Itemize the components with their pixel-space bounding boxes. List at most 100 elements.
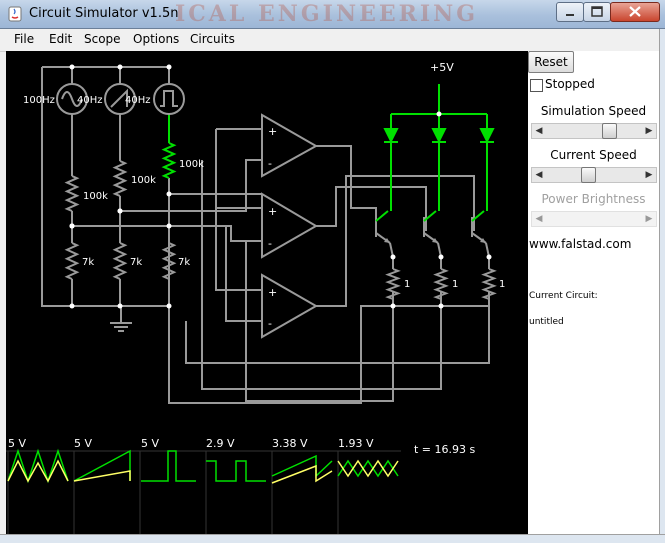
svg-text:-: -: [268, 317, 272, 330]
resistor: [481, 268, 497, 300]
resistor-label-4: 7k: [82, 257, 94, 268]
circuit-schematic[interactable]: 100Hz 40Hz 40Hz 100k 100k 100k 7k 7k 7k …: [6, 51, 528, 534]
stopped-label: Stopped: [545, 77, 595, 91]
transistor-arrow: [480, 238, 486, 243]
junction-dot: [436, 111, 442, 117]
opamp-1[interactable]: + -: [261, 113, 319, 178]
java-icon: [8, 6, 22, 22]
wire-network: [41, 66, 490, 404]
minimize-icon: [566, 14, 574, 16]
supply-label: +5V: [430, 61, 454, 74]
scope-trace: [271, 464, 333, 484]
scope-trace: [337, 459, 399, 478]
opamp-2[interactable]: + -: [261, 192, 318, 259]
wire: [215, 129, 262, 209]
stopped-checkbox[interactable]: [530, 79, 543, 92]
junction-dot: [69, 303, 75, 309]
transistor-arrow: [432, 238, 438, 243]
led-1[interactable]: [383, 128, 399, 144]
junction-dot: [438, 254, 444, 260]
slider-right-arrow-icon: ▶: [645, 214, 653, 224]
wire: [316, 145, 377, 231]
junction-dot: [390, 254, 396, 260]
transistor-collector: [375, 210, 389, 222]
emitter-label-1: 1: [404, 279, 410, 290]
led-2[interactable]: [431, 128, 447, 144]
wire: [168, 241, 401, 404]
scope-trace: [7, 448, 69, 484]
circuit-canvas[interactable]: 100Hz 40Hz 40Hz 100k 100k 100k 7k 7k 7k …: [6, 51, 528, 534]
close-button[interactable]: [610, 2, 660, 22]
sim-speed-slider[interactable]: ◀ ▶: [531, 123, 657, 139]
slider-right-arrow-icon[interactable]: ▶: [645, 126, 653, 136]
scope-trace: [73, 470, 131, 482]
website-link[interactable]: www.falstad.com: [529, 237, 632, 251]
wire: [185, 291, 490, 364]
scope-label-4: 2.9 V: [206, 437, 235, 450]
resistor: [161, 242, 177, 280]
wire: [41, 67, 169, 307]
ac-source-1[interactable]: [56, 83, 88, 115]
current-speed-thumb[interactable]: [580, 167, 596, 183]
emitter-label-2: 1: [452, 279, 458, 290]
junction-dot: [166, 191, 172, 197]
ground-symbol[interactable]: [110, 306, 132, 332]
title-banner: ICAL ENGINEERING: [175, 1, 479, 27]
junction-dot: [117, 208, 123, 214]
menu-options[interactable]: Options: [133, 32, 180, 46]
reset-button[interactable]: Reset: [528, 51, 574, 73]
menu-file[interactable]: File: [14, 32, 35, 46]
junction-dot: [117, 64, 123, 70]
junction-dots: [69, 64, 492, 309]
junction-dot: [166, 303, 172, 309]
resistor: [64, 175, 80, 212]
slider-left-arrow-icon: ◀: [535, 214, 543, 224]
ac-source-2[interactable]: [104, 83, 136, 115]
ac-source-3[interactable]: [153, 83, 185, 115]
junction-dot: [69, 64, 75, 70]
power-brightness-slider[interactable]: ◀ ▶: [531, 211, 657, 227]
resistor: [385, 268, 401, 300]
control-panel: Reset Stopped Simulation Speed ◀ ▶ Curre…: [528, 51, 659, 534]
wire: [201, 160, 442, 390]
scope-trace: [7, 459, 69, 483]
sim-speed-thumb[interactable]: [602, 123, 618, 139]
menu-edit[interactable]: Edit: [49, 32, 73, 46]
resistor: [112, 242, 128, 280]
junction-dot: [486, 254, 492, 260]
minimize-button[interactable]: [556, 2, 584, 22]
title-bar[interactable]: ICAL ENGINEERING Circuit Simulator v1.5n: [0, 0, 665, 29]
resistor-label-6: 7k: [178, 257, 190, 268]
wire: [316, 186, 427, 231]
resistor-group: [64, 142, 497, 300]
junction-dot: [438, 303, 444, 309]
source-label-3: 40Hz: [125, 95, 151, 106]
svg-text:+: +: [268, 205, 277, 218]
current-speed-slider[interactable]: ◀ ▶: [531, 167, 657, 183]
close-icon: [629, 6, 641, 17]
scope-trace: [271, 454, 333, 478]
slider-left-arrow-icon[interactable]: ◀: [535, 170, 543, 180]
resistor-label-1: 100k: [83, 191, 108, 202]
menu-circuits[interactable]: Circuits: [190, 32, 235, 46]
menu-bar: File Edit Scope Options Circuits: [0, 29, 665, 52]
resistor-label-2: 100k: [131, 175, 156, 186]
resistor: [433, 268, 449, 300]
current-speed-label: Current Speed: [550, 148, 637, 162]
led-3[interactable]: [479, 128, 495, 144]
transistor-arrow: [384, 238, 390, 243]
slider-right-arrow-icon[interactable]: ▶: [645, 170, 653, 180]
scope-trace: [206, 460, 266, 482]
scope-trace: [337, 459, 399, 478]
maximize-button[interactable]: [583, 2, 611, 22]
slider-left-arrow-icon[interactable]: ◀: [535, 126, 543, 136]
svg-text:-: -: [268, 237, 272, 250]
wire: [245, 241, 394, 402]
svg-text:+: +: [268, 286, 277, 299]
junction-dot: [166, 64, 172, 70]
junction-dot: [69, 223, 75, 229]
opamp-3[interactable]: + -: [261, 273, 319, 339]
transistor-collector: [423, 210, 437, 222]
menu-scope[interactable]: Scope: [84, 32, 121, 46]
